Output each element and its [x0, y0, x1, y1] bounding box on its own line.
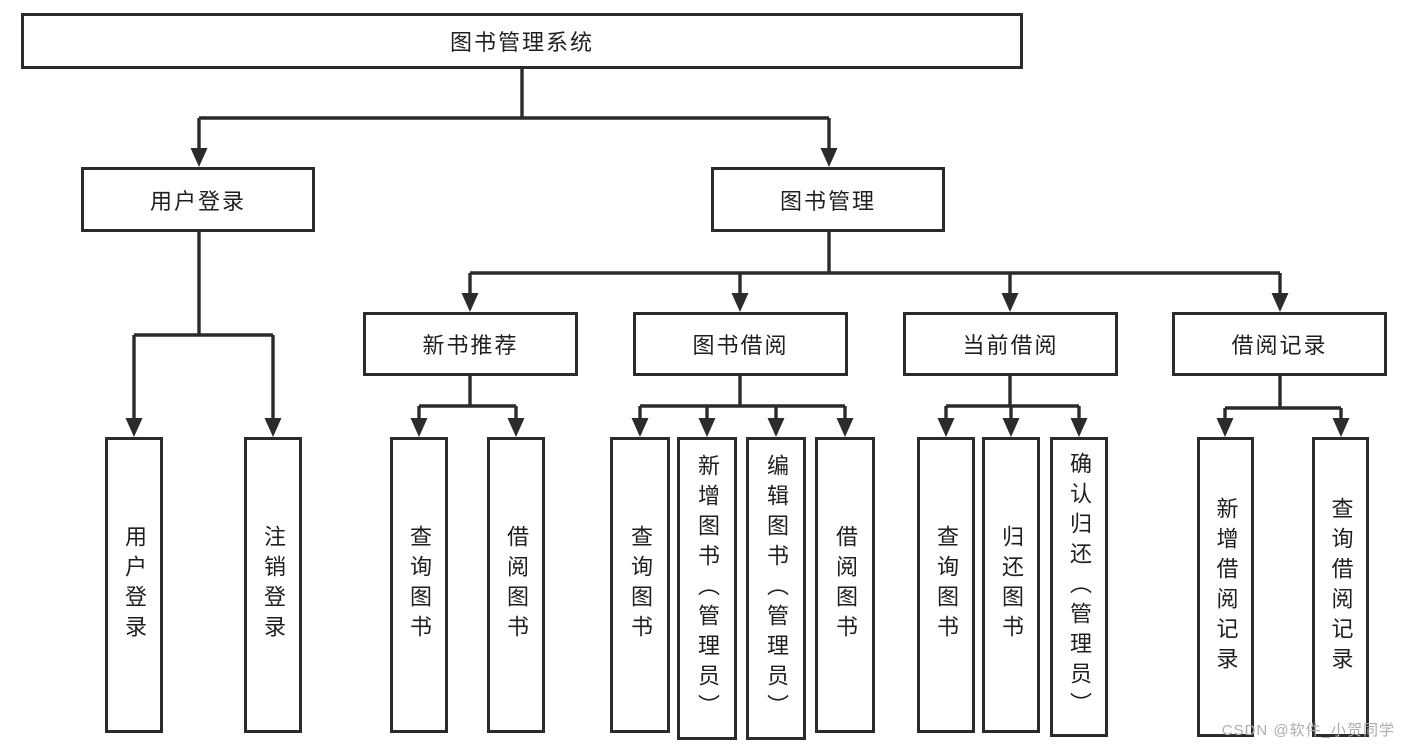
node-label: 用户登录 [149, 188, 246, 214]
leaf-query-books-2: 查询图书 [610, 437, 670, 733]
node-label: 借阅记录 [1231, 333, 1328, 358]
leaf-query-books-3: 查询图书 [917, 437, 975, 733]
leaf-query-books-1: 查询图书 [390, 437, 448, 733]
node-label: 图书管理系统 [449, 30, 594, 55]
node-label: 图书管理 [779, 188, 876, 214]
node-label: 查询图书 [628, 525, 653, 645]
csdn-watermark: CSDN @软件_小贺同学 [1221, 722, 1395, 739]
leaf-borrow-books-1: 借阅图书 [487, 437, 545, 733]
node-label: 编辑图书（管理员） [764, 453, 789, 724]
node-label: 归还图书 [999, 525, 1024, 645]
leaf-logout: 注销登录 [244, 437, 302, 733]
node-label: 确认归还（管理员） [1067, 452, 1092, 722]
node-current-borrowing: 当前借阅 [903, 312, 1118, 376]
node-new-book-recommendation: 新书推荐 [363, 312, 578, 376]
node-label: 借阅图书 [833, 525, 858, 645]
leaf-query-borrow-record: 查询借阅记录 [1312, 437, 1369, 737]
node-book-management: 图书管理 [711, 167, 945, 232]
node-label: 借阅图书 [504, 525, 529, 645]
node-label: 查询图书 [407, 525, 432, 645]
node-label: 查询借阅记录 [1328, 497, 1354, 677]
node-label: 当前借阅 [962, 333, 1059, 358]
node-user-login: 用户登录 [81, 167, 315, 232]
node-book-borrowing: 图书借阅 [633, 312, 848, 376]
arrowhead-icons [125, 148, 1350, 437]
leaf-borrow-books-2: 借阅图书 [815, 437, 875, 733]
leaf-add-books-admin: 新增图书（管理员） [677, 437, 737, 740]
node-library-management-system: 图书管理系统 [21, 13, 1023, 69]
node-label: 用户登录 [122, 525, 147, 645]
node-label: 新增图书（管理员） [695, 453, 720, 724]
leaf-user-login: 用户登录 [105, 437, 163, 733]
leaf-return-books: 归还图书 [982, 437, 1040, 733]
node-label: 图书借阅 [692, 333, 789, 358]
leaf-edit-books-admin: 编辑图书（管理员） [746, 437, 806, 740]
leaf-confirm-return-admin: 确认归还（管理员） [1050, 437, 1108, 737]
node-label: 查询图书 [934, 525, 959, 645]
node-label: 新书推荐 [422, 333, 519, 358]
node-label: 新增借阅记录 [1213, 497, 1239, 677]
node-label: 注销登录 [261, 525, 286, 645]
node-borrowing-records: 借阅记录 [1172, 312, 1387, 376]
leaf-add-borrow-record: 新增借阅记录 [1197, 437, 1254, 737]
